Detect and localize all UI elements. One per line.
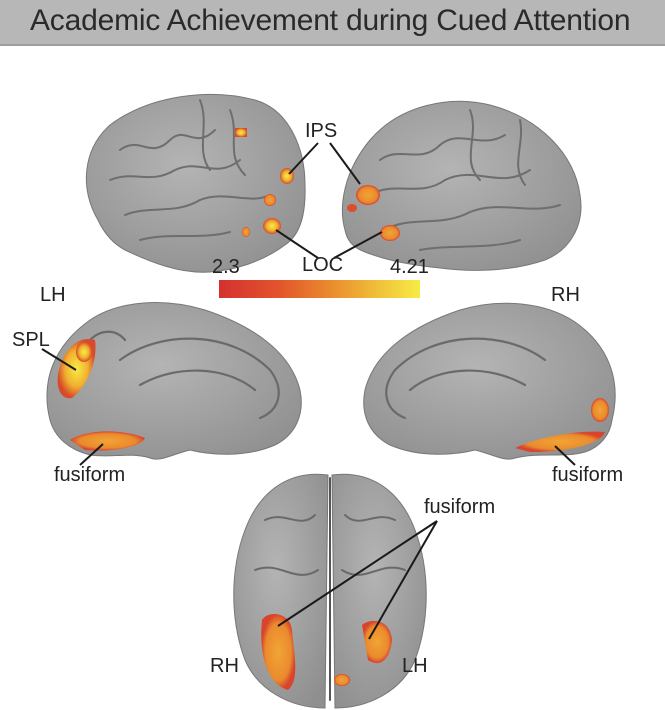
label-colorbar-max: 4.21 (390, 256, 429, 278)
leader-lines (41, 142, 576, 640)
activation-fusiform-left (70, 431, 145, 451)
ventral-brain (233, 473, 427, 709)
label-lh-ventral: LH (402, 655, 428, 677)
label-rh-ventral: RH (210, 655, 239, 677)
activation-cluster (76, 342, 92, 362)
activation-cluster (235, 128, 247, 137)
activation-ips-right (356, 185, 380, 205)
right-medial-brain (363, 302, 616, 460)
activation-cluster (242, 227, 250, 237)
activation-fusiform-right (515, 431, 605, 452)
activation-cluster (347, 204, 357, 212)
activation-fusiform-ventral-rh (261, 614, 296, 690)
label-ips: IPS (305, 120, 338, 142)
label-fusiform-right: fusiform (552, 464, 624, 486)
label-fusiform-ventral: fusiform (424, 496, 496, 518)
label-spl: SPL (12, 329, 50, 351)
activation-cluster (591, 398, 609, 422)
left-lateral-brain (85, 93, 306, 273)
activation-cluster (334, 674, 350, 686)
label-lh-top: LH (40, 284, 66, 306)
right-lateral-brain (341, 100, 582, 271)
figure-title: Academic Achievement during Cued Attenti… (30, 4, 631, 37)
label-loc: LOC (302, 254, 344, 276)
title-bar: Academic Achievement during Cued Attenti… (0, 0, 665, 46)
activation-cluster (264, 194, 276, 206)
colorbar (219, 280, 420, 298)
activation-fusiform-ventral-lh (362, 620, 392, 664)
label-rh-top: RH (551, 284, 580, 306)
activation-loc-right (380, 225, 400, 241)
label-colorbar-min: 2.3 (212, 256, 240, 278)
left-medial-brain (46, 302, 302, 460)
brain-figure (41, 93, 616, 709)
label-fusiform-left: fusiform (54, 464, 126, 486)
